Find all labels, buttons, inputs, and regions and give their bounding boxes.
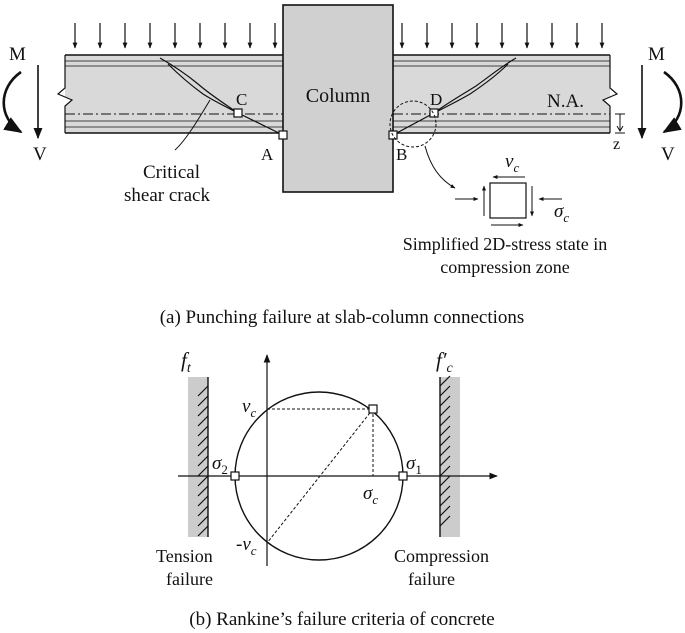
tension-band-hatch: [197, 385, 209, 537]
tension-failure-band: [188, 377, 208, 537]
hatch-line: [439, 435, 451, 447]
compression-failure-line2: failure: [408, 569, 455, 589]
point-label-c: C: [236, 90, 247, 109]
sigma1-label: σ1: [406, 453, 422, 477]
stress-shear-label: vc: [505, 151, 519, 175]
hatch-line: [439, 455, 451, 467]
column-label: Column: [306, 85, 370, 107]
hatch-line: [197, 525, 209, 537]
hatch-line: [439, 445, 451, 457]
depth-dimension: [615, 113, 625, 134]
depth-label: z: [613, 136, 620, 153]
compression-zone-circle: [389, 100, 437, 148]
hatch-line: [439, 475, 451, 487]
hatch-line: [197, 495, 209, 507]
panel-b-rankine: ft f′c vc -vc σc σ1 σ2 Tension failure C…: [156, 348, 498, 589]
tension-failure-line1: Tension: [156, 546, 213, 566]
hatch-line: [197, 485, 209, 497]
shear-label-left: V: [33, 144, 47, 165]
tension-strength-label: ft: [181, 348, 192, 376]
stress-element: [455, 175, 562, 227]
hatch-line: [439, 485, 451, 497]
hatch-line: [197, 395, 209, 407]
hatch-line: [197, 465, 209, 477]
hatch-line: [197, 505, 209, 517]
hatch-line: [197, 515, 209, 527]
panel-a-slab-column: Column A C B D Critical shear crack M V: [2, 4, 683, 277]
point-label-d: D: [430, 90, 442, 109]
stress-point-marker: [368, 404, 378, 414]
neg-vc-label: -vc: [236, 534, 257, 558]
hatch-line: [439, 415, 451, 427]
moment-arrow-right: [662, 70, 683, 134]
moment-label-right: M: [648, 44, 665, 65]
crack-leader-line: [174, 99, 211, 151]
moment-label-left: M: [9, 44, 26, 65]
hatch-line: [197, 385, 209, 397]
slab-left: [56, 54, 283, 134]
compression-band-hatch: [439, 375, 451, 527]
hatch-line: [197, 455, 209, 467]
hatch-line: [197, 425, 209, 437]
hatch-line: [439, 405, 451, 417]
stress-leader-arrow: [424, 145, 456, 189]
hatch-line: [439, 515, 451, 527]
point-marker-d: [429, 108, 439, 118]
point-marker-c: [233, 108, 243, 118]
sigma1-marker: [398, 471, 408, 481]
compression-strength-label: f′c: [436, 348, 453, 376]
point-label-a: A: [261, 145, 274, 164]
panel-a-caption: (a) Punching failure at slab-column conn…: [160, 307, 525, 328]
hatch-line: [439, 395, 451, 407]
vc-label: vc: [242, 396, 256, 420]
critical-shear-crack-right: [392, 57, 517, 136]
hatch-line: [439, 375, 451, 387]
distributed-load-arrows: [72, 23, 605, 49]
hatch-line: [439, 495, 451, 507]
hatch-line: [439, 385, 451, 397]
crack-label-line1: Critical: [143, 162, 200, 183]
sigma2-marker: [230, 471, 240, 481]
hatch-line: [197, 475, 209, 487]
point-marker-a: [278, 130, 288, 140]
compression-failure-band: [440, 377, 460, 537]
panel-b-caption: (b) Rankine’s failure criteria of concre…: [189, 609, 494, 630]
hatch-line: [197, 445, 209, 457]
hatch-line: [197, 435, 209, 447]
point-label-b: B: [396, 145, 407, 164]
hatch-line: [439, 505, 451, 517]
stress-caption-line1: Simplified 2D-stress state in: [403, 234, 607, 254]
stress-caption-line2: compression zone: [440, 257, 569, 277]
sigma-c-label: σc: [363, 483, 378, 507]
sigma2-label: σ2: [212, 453, 228, 477]
neutral-axis-label: N.A.: [547, 91, 584, 112]
hatch-line: [197, 405, 209, 417]
column: [282, 4, 394, 193]
hatch-line: [197, 415, 209, 427]
tension-failure-line2: failure: [166, 569, 213, 589]
crack-label-line2: shear crack: [124, 185, 210, 206]
stress-normal-label: σc: [554, 201, 569, 225]
shear-label-right: V: [661, 144, 675, 165]
hatch-line: [439, 465, 451, 477]
hatch-line: [439, 425, 451, 437]
construction-lines: [266, 408, 374, 544]
compression-failure-line1: Compression: [394, 546, 489, 566]
critical-shear-crack-left: [159, 57, 284, 136]
moment-arrow-left: [2, 70, 23, 134]
